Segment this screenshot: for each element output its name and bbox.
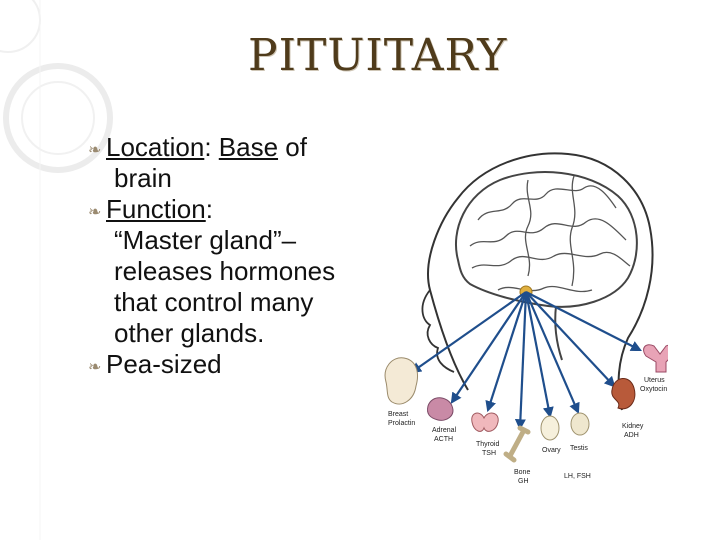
thyroid-icon bbox=[471, 412, 499, 432]
brain-folds-icon bbox=[469, 175, 631, 293]
function-line-1: “Master gland”– bbox=[114, 225, 297, 255]
label-breast-hormone: Prolactin bbox=[388, 420, 415, 427]
label-uterus: Uterus bbox=[644, 377, 665, 384]
label-gonad-hormone: LH, FSH bbox=[564, 473, 591, 480]
bullet-list: ❧ Location: Base of brain ❧ Function: “M… bbox=[88, 132, 388, 380]
label-adrenal: Adrenal bbox=[432, 427, 457, 434]
face-profile-icon bbox=[421, 289, 455, 373]
label-ovary: Ovary bbox=[542, 447, 561, 454]
arrow-kidney bbox=[525, 291, 616, 388]
brain-icon bbox=[454, 171, 638, 308]
arrow-ovary bbox=[524, 291, 554, 419]
kidney-icon bbox=[611, 378, 636, 410]
ovary-icon bbox=[540, 415, 560, 441]
function-colon: : bbox=[205, 194, 213, 224]
location-value-rest: of bbox=[278, 132, 307, 162]
bullet-size: ❧ Pea-sized bbox=[88, 349, 388, 380]
label-breast: Breast bbox=[388, 411, 408, 418]
bullet-marker-icon: ❧ bbox=[88, 204, 102, 221]
label-kidney-hormone: ADH bbox=[624, 432, 639, 439]
function-line-3: that control many bbox=[114, 287, 314, 317]
label-bone: Bone bbox=[514, 469, 530, 476]
location-colon: : bbox=[204, 132, 212, 162]
label-uterus-hormone: Oxytocin bbox=[640, 386, 667, 393]
size-text: Pea-sized bbox=[106, 349, 222, 379]
hormone-arrows bbox=[410, 291, 642, 431]
arrow-adrenal bbox=[450, 291, 527, 404]
ring-small bbox=[0, 0, 41, 53]
function-label: Function bbox=[106, 194, 206, 224]
location-value-line2: brain bbox=[114, 163, 172, 193]
ring-inner bbox=[21, 81, 95, 155]
label-adrenal-hormone: ACTH bbox=[434, 436, 453, 443]
label-thyroid-hormone: TSH bbox=[482, 450, 496, 457]
ring-large bbox=[3, 63, 113, 173]
label-thyroid: Thyroid bbox=[476, 441, 499, 448]
arrow-uterus bbox=[525, 291, 642, 351]
label-bone-hormone: GH bbox=[518, 478, 529, 485]
bullet-marker-icon: ❧ bbox=[88, 142, 102, 159]
slide-title: PITUITARY bbox=[248, 30, 508, 81]
pituitary-diagram: Breast Prolactin Adrenal ACTH Thyroid TS… bbox=[384, 152, 668, 485]
arrow-thyroid bbox=[485, 291, 528, 413]
testis-icon bbox=[570, 412, 590, 436]
uterus-icon bbox=[643, 344, 668, 373]
label-testis: Testis bbox=[570, 445, 588, 452]
bullet-function: ❧ Function: “Master gland”– releases hor… bbox=[88, 194, 388, 349]
location-value-underlined: Base bbox=[218, 132, 279, 162]
arrow-testis bbox=[524, 291, 580, 415]
arrow-bone bbox=[514, 291, 528, 431]
location-label: Location bbox=[106, 132, 205, 162]
bullet-marker-icon: ❧ bbox=[88, 359, 102, 376]
function-line-2: releases hormones bbox=[114, 256, 336, 286]
breast-icon bbox=[384, 357, 418, 405]
bullet-location: ❧ Location: Base of brain bbox=[88, 132, 388, 194]
arrow-breast bbox=[410, 291, 527, 374]
brainstem-icon bbox=[554, 305, 563, 361]
bone-icon bbox=[503, 425, 531, 463]
function-line-4: other glands. bbox=[114, 318, 265, 348]
adrenal-icon bbox=[427, 397, 454, 421]
label-kidney: Kidney bbox=[622, 423, 644, 430]
